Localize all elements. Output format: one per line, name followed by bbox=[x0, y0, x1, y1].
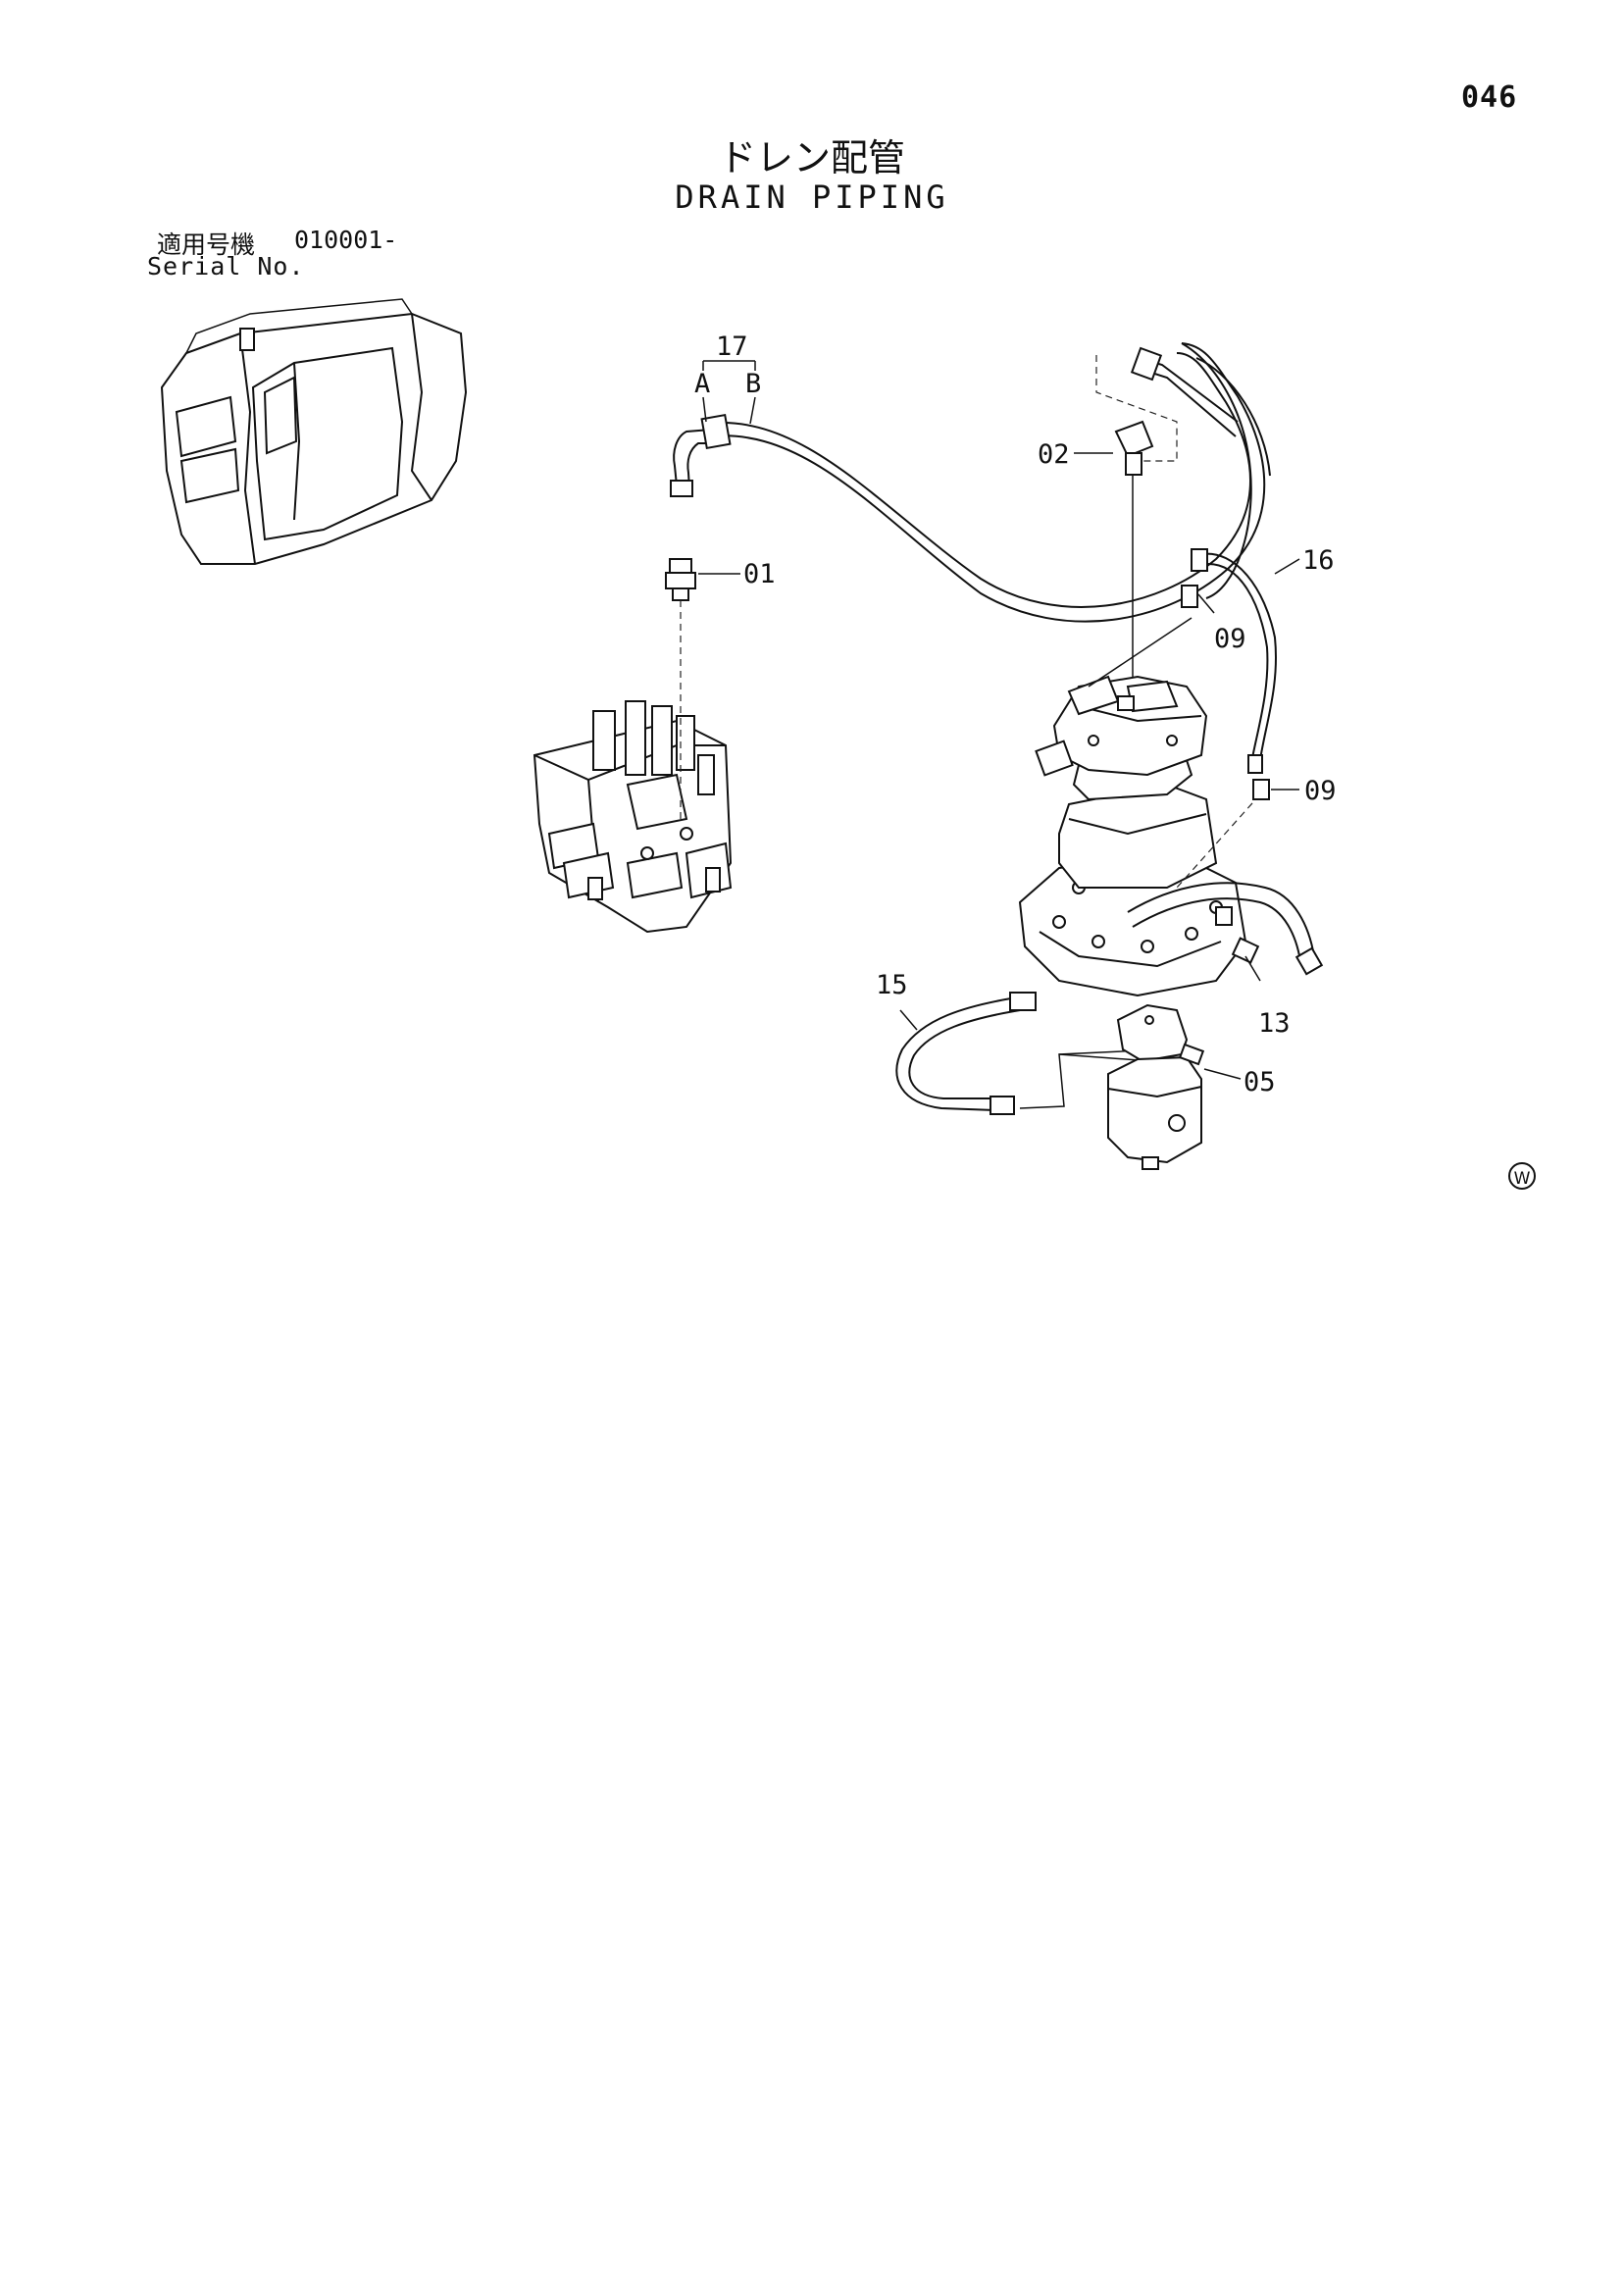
callout-17-a: A bbox=[694, 369, 710, 399]
callout-17: 17 bbox=[716, 332, 748, 362]
hose-17 bbox=[670, 342, 1271, 623]
page-number: 046 bbox=[1461, 80, 1518, 115]
callout-02: 02 bbox=[1038, 439, 1070, 470]
callout-09-top: 09 bbox=[1214, 624, 1246, 654]
callout-16: 16 bbox=[1302, 545, 1335, 576]
excavator-cab-thumbnail bbox=[160, 298, 468, 565]
center-joint bbox=[1107, 1003, 1242, 1170]
pipe-13 bbox=[1127, 882, 1324, 982]
callout-05: 05 bbox=[1243, 1067, 1276, 1097]
swing-motor bbox=[1018, 617, 1261, 997]
serial-value: 010001- bbox=[294, 226, 398, 254]
watermark-letter: W bbox=[1514, 1169, 1531, 1189]
callout-15: 15 bbox=[876, 970, 908, 1000]
hose-15 bbox=[895, 992, 1193, 1115]
callout-17-b: B bbox=[745, 369, 761, 399]
callout-09-right: 09 bbox=[1304, 776, 1337, 806]
watermark-mark: W bbox=[1508, 1162, 1536, 1190]
callout-13: 13 bbox=[1258, 1008, 1291, 1039]
serial-label-japanese: 適用号機 bbox=[157, 230, 256, 259]
hose-16 bbox=[1191, 548, 1300, 774]
page-title-japanese: ドレン配管 bbox=[718, 136, 905, 179]
page-title: DRAIN PIPING bbox=[675, 179, 949, 216]
callout-01: 01 bbox=[743, 559, 776, 589]
fitting-01 bbox=[665, 558, 740, 819]
control-valve bbox=[533, 700, 733, 934]
serial-label: Serial No. bbox=[147, 252, 305, 281]
fitting-09 bbox=[1181, 585, 1299, 800]
fitting-02 bbox=[1074, 355, 1178, 706]
